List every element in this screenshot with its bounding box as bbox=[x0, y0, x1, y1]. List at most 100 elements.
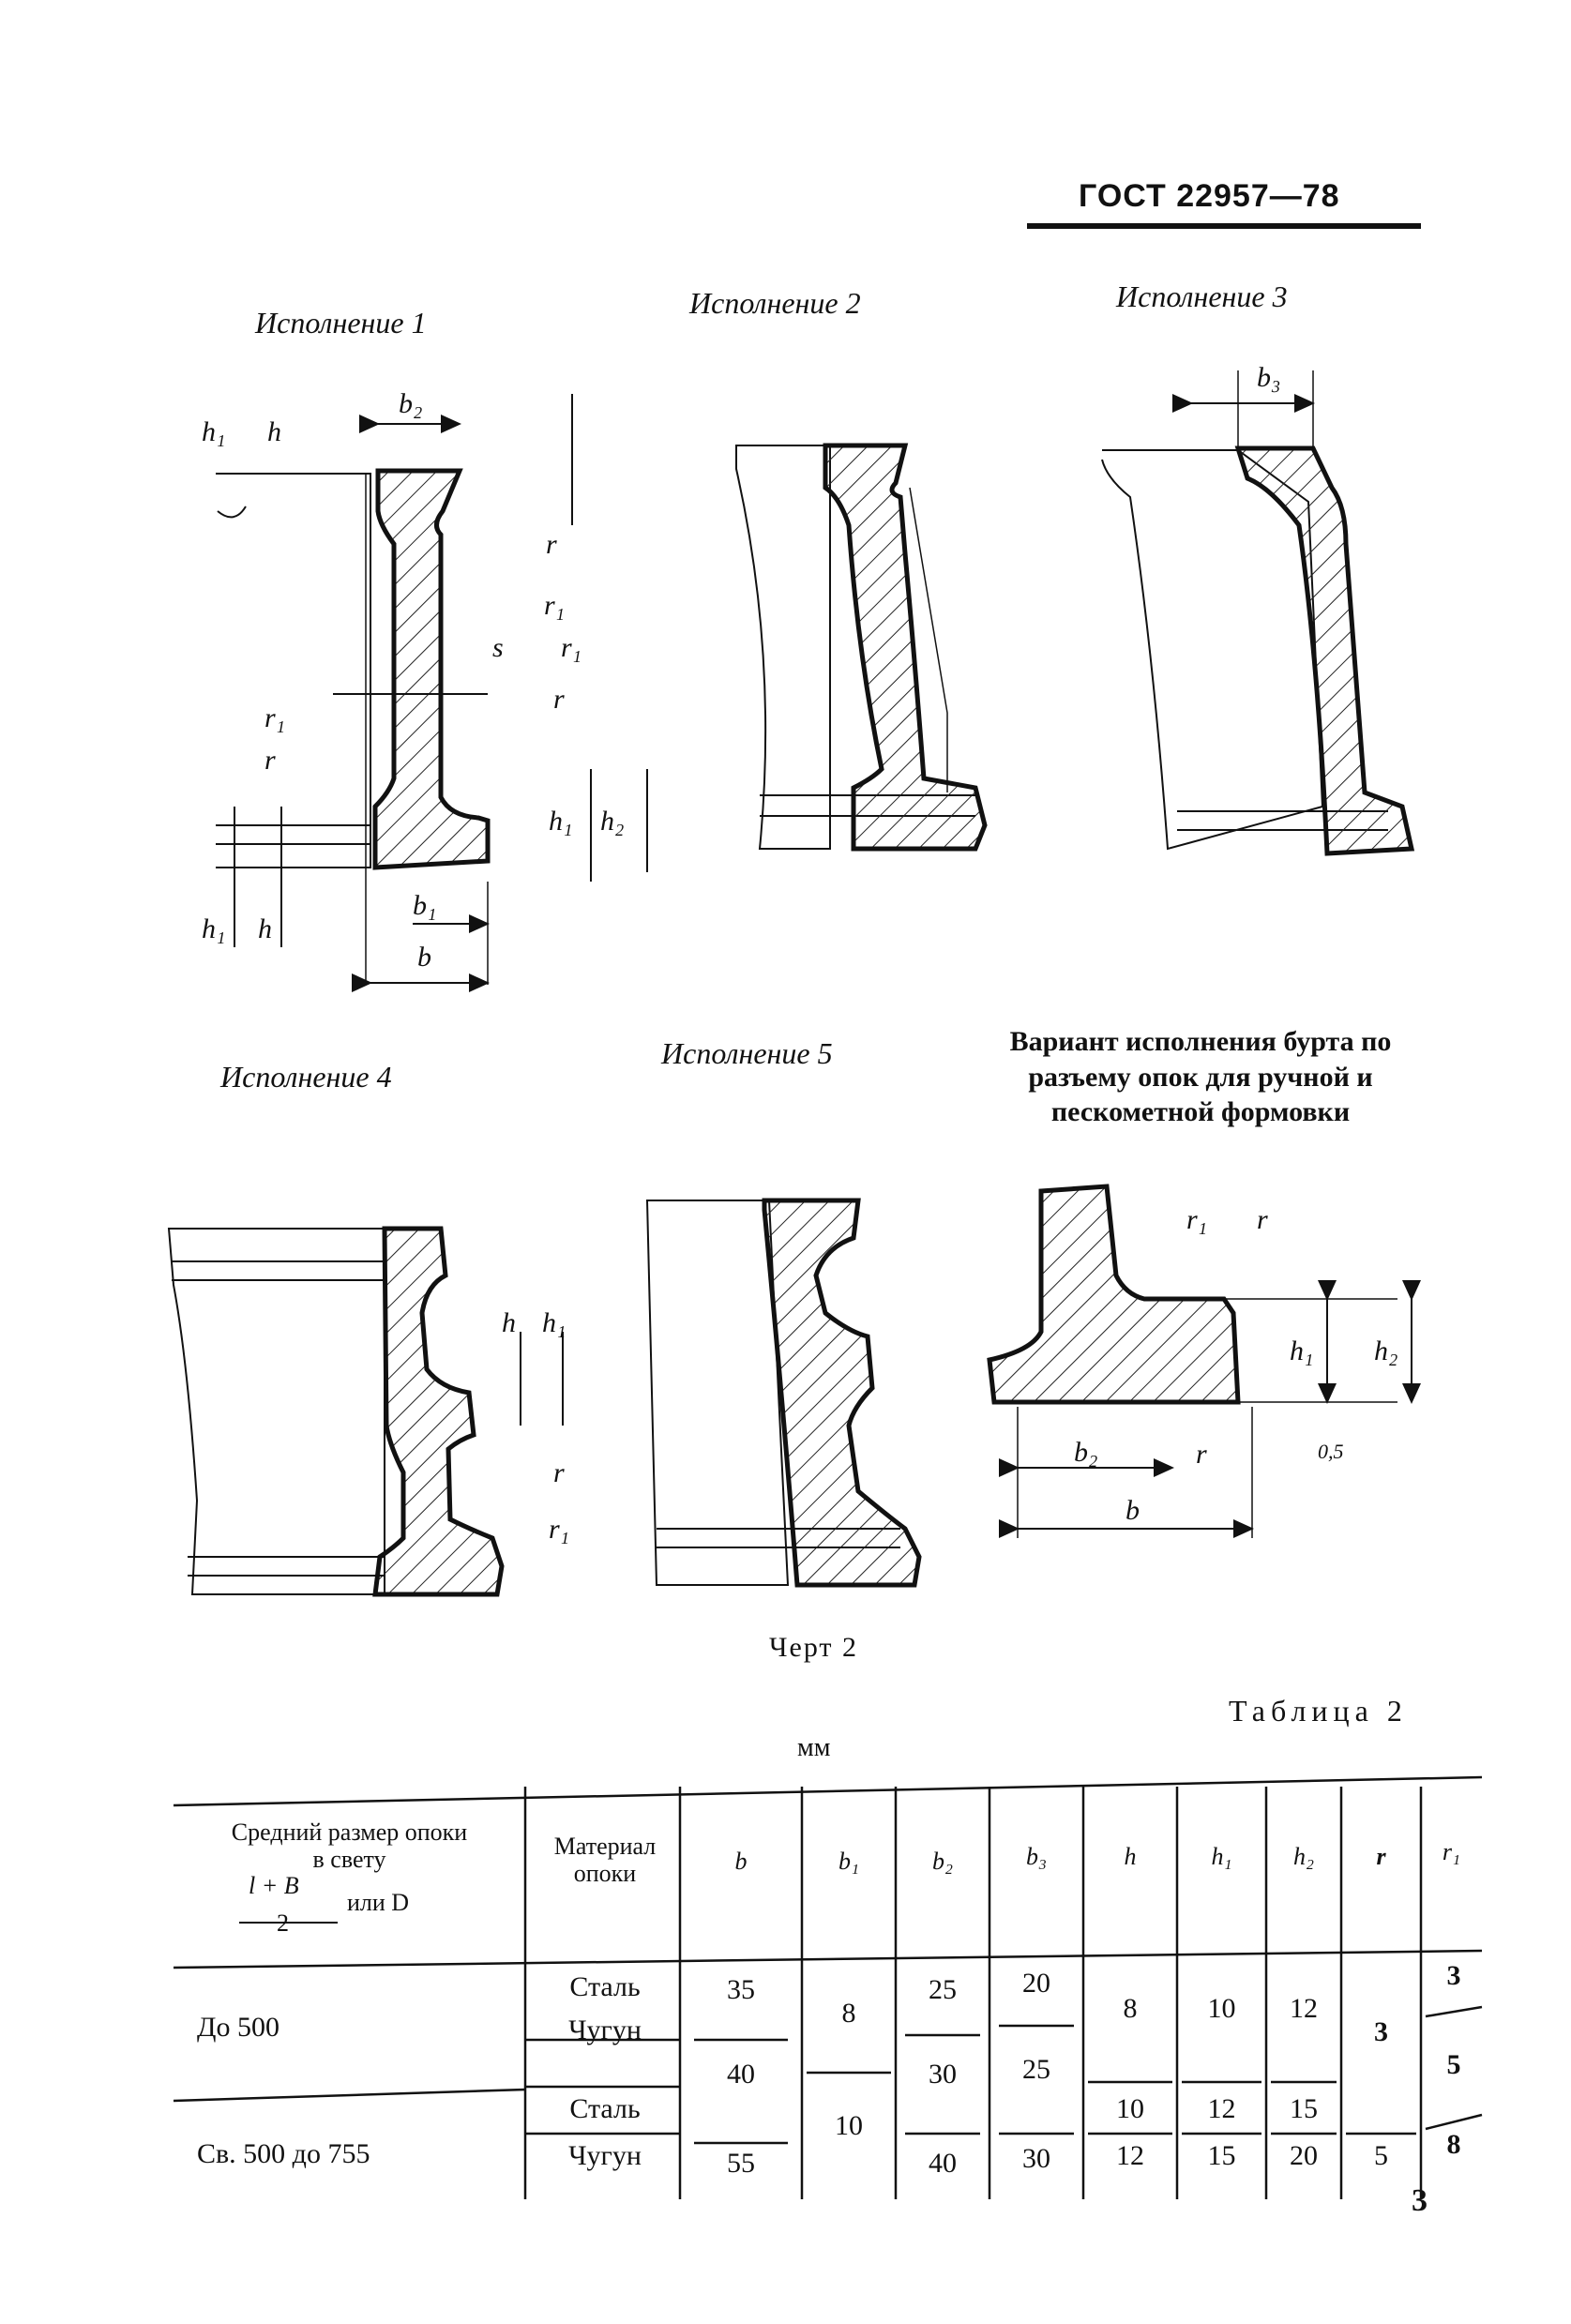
cell-h1-4: 15 bbox=[1207, 2140, 1236, 2171]
cell-r1-3: 8 bbox=[1446, 2129, 1461, 2160]
label-r1-v1b: r₁ bbox=[561, 632, 582, 663]
label-h-v1top: h bbox=[267, 416, 281, 447]
variant-line-2: разъему опок для ручной и bbox=[1028, 1061, 1373, 1093]
drawing-variant-2 bbox=[735, 443, 988, 852]
header-material-line2: опоки bbox=[573, 1859, 637, 1887]
col-b2: b₂ bbox=[931, 1848, 954, 1875]
label-h-v1bot: h bbox=[258, 913, 272, 944]
col-b3: b₃ bbox=[1025, 1843, 1048, 1870]
variant-line-3: пескометной формовки bbox=[1050, 1096, 1351, 1127]
drawing-flange-variant bbox=[987, 1184, 1421, 1538]
cell-material-2: Чугун bbox=[568, 2015, 642, 2045]
label-h1-flange: h₁ bbox=[1290, 1336, 1313, 1366]
label-s-v1: s bbox=[492, 632, 504, 663]
document-number: ГОСТ 22957—78 bbox=[1079, 178, 1340, 214]
col-h2: h₂ bbox=[1292, 1843, 1315, 1870]
cell-h1-1: 10 bbox=[1207, 1993, 1236, 2024]
figure-label: Черт 2 bbox=[769, 1632, 859, 1663]
drawing-variant-5 bbox=[645, 1198, 922, 1588]
cell-h1-2: 12 bbox=[1207, 2093, 1236, 2124]
cell-b1-group2: 10 bbox=[835, 2110, 863, 2141]
cell-b3-1: 20 bbox=[1022, 1968, 1050, 1999]
cell-b1-group1: 8 bbox=[841, 1998, 856, 2029]
cell-b2-2: 30 bbox=[929, 2059, 957, 2090]
label-r-flange: r bbox=[1257, 1204, 1268, 1235]
header-size-or-d: или D bbox=[347, 1889, 410, 1917]
cell-r1-2: 5 bbox=[1446, 2049, 1461, 2080]
label-r1-v1c: r₁ bbox=[264, 702, 285, 733]
label-b2-v1: b₂ bbox=[399, 388, 422, 419]
caption-variant-1: Исполнение 1 bbox=[255, 306, 427, 340]
cell-b-2: 40 bbox=[727, 2059, 755, 2090]
label-r1-v4: r₁ bbox=[549, 1514, 569, 1545]
header-material-line1: Материал bbox=[553, 1833, 657, 1860]
variant-line-1: Вариант исполнения бурта по bbox=[1009, 1026, 1392, 1057]
cell-b3-4: 30 bbox=[1022, 2143, 1050, 2174]
label-r-v4: r bbox=[553, 1457, 565, 1488]
label-h1-v1bot: h₁ bbox=[202, 913, 225, 944]
technical-drawings: b₂ b₁ b r r₁ s r₁ r r₁ r h₁ h₂ h₁ h h₁ h… bbox=[167, 362, 1421, 1597]
label-h2-v1: h₂ bbox=[600, 806, 624, 837]
col-b1: b₁ bbox=[838, 1848, 860, 1875]
label-r-flange2: r bbox=[1196, 1439, 1207, 1470]
header-size-denominator: 2 bbox=[277, 1909, 289, 1938]
drawing-variant-3 bbox=[1101, 370, 1415, 856]
cell-r1-1: 3 bbox=[1446, 1960, 1461, 1991]
label-b3-v3: b₃ bbox=[1257, 362, 1280, 393]
cell-b-4: 55 bbox=[727, 2148, 755, 2179]
cell-h-group1: 8 bbox=[1123, 1993, 1138, 2024]
cell-h-4: 12 bbox=[1116, 2140, 1144, 2171]
col-r: r bbox=[1376, 1843, 1386, 1870]
label-r-v1a: r bbox=[546, 529, 557, 560]
label-b-v1: b bbox=[417, 942, 431, 973]
label-b-flange: b bbox=[1125, 1495, 1140, 1526]
table-unit: мм bbox=[797, 1733, 831, 1762]
cell-material-1: Сталь bbox=[569, 1971, 641, 2002]
cell-material-4: Чугун bbox=[568, 2140, 642, 2171]
header-size: Средний размер опоки в свету l + B 2 или… bbox=[183, 1818, 516, 1939]
cell-b2-1: 25 bbox=[929, 1974, 957, 2005]
header-material: Материал опоки bbox=[530, 1833, 680, 1887]
caption-variant-5: Исполнение 5 bbox=[661, 1036, 833, 1070]
header-rule bbox=[1027, 223, 1421, 229]
header-size-line1: Средний размер опоки bbox=[231, 1818, 468, 1846]
label-gap-flange: 0,5 bbox=[1318, 1440, 1344, 1463]
label-h2-flange: h₂ bbox=[1374, 1336, 1397, 1366]
header-size-line2: в свету bbox=[312, 1845, 386, 1873]
cell-h2-4: 20 bbox=[1290, 2140, 1318, 2171]
cell-size-group1: До 500 bbox=[197, 2012, 279, 2043]
col-r1: r₁ bbox=[1442, 1838, 1461, 1865]
cell-size-group2: Св. 500 до 755 bbox=[197, 2138, 370, 2169]
label-b1-v1: b₁ bbox=[413, 890, 436, 921]
label-h1-v1: h₁ bbox=[549, 806, 572, 837]
cell-r-group2: 5 bbox=[1374, 2140, 1388, 2171]
caption-variant-4: Исполнение 4 bbox=[220, 1060, 392, 1094]
label-h1-v4: h₁ bbox=[542, 1307, 566, 1338]
cell-b2-4: 40 bbox=[929, 2148, 957, 2179]
caption-flange-variant: Вариант исполнения бурта по разъему опок… bbox=[957, 1024, 1444, 1130]
cell-r-group1: 3 bbox=[1374, 2016, 1388, 2047]
cell-b-1: 35 bbox=[727, 1974, 755, 2005]
label-h1-v1top: h₁ bbox=[202, 416, 225, 447]
cell-h-3: 10 bbox=[1116, 2093, 1144, 2124]
cell-h2-1: 12 bbox=[1290, 1993, 1318, 2024]
label-r1-flange: r₁ bbox=[1186, 1204, 1207, 1235]
drawing-variant-4 bbox=[167, 1226, 564, 1597]
label-r-v1b: r bbox=[553, 684, 565, 715]
col-h: h bbox=[1124, 1843, 1137, 1870]
caption-variant-2: Исполнение 2 bbox=[689, 286, 861, 320]
table-title: Таблица 2 bbox=[1229, 1694, 1408, 1728]
header-size-numerator: l + B bbox=[249, 1872, 299, 1900]
label-h-v4: h bbox=[502, 1307, 516, 1338]
caption-variant-3: Исполнение 3 bbox=[1116, 279, 1288, 313]
cell-material-3: Сталь bbox=[569, 2093, 641, 2124]
col-b: b bbox=[734, 1848, 748, 1875]
drawing-variant-1 bbox=[216, 394, 648, 992]
col-h1: h₁ bbox=[1211, 1843, 1232, 1870]
label-r1-v1a: r₁ bbox=[544, 590, 565, 621]
cell-b3-2: 25 bbox=[1022, 2054, 1050, 2085]
label-r-v1c: r bbox=[264, 745, 276, 776]
label-b2-flange: b₂ bbox=[1074, 1437, 1097, 1468]
page-number: 3 bbox=[1412, 2183, 1427, 2218]
cell-h2-2: 15 bbox=[1290, 2093, 1318, 2124]
